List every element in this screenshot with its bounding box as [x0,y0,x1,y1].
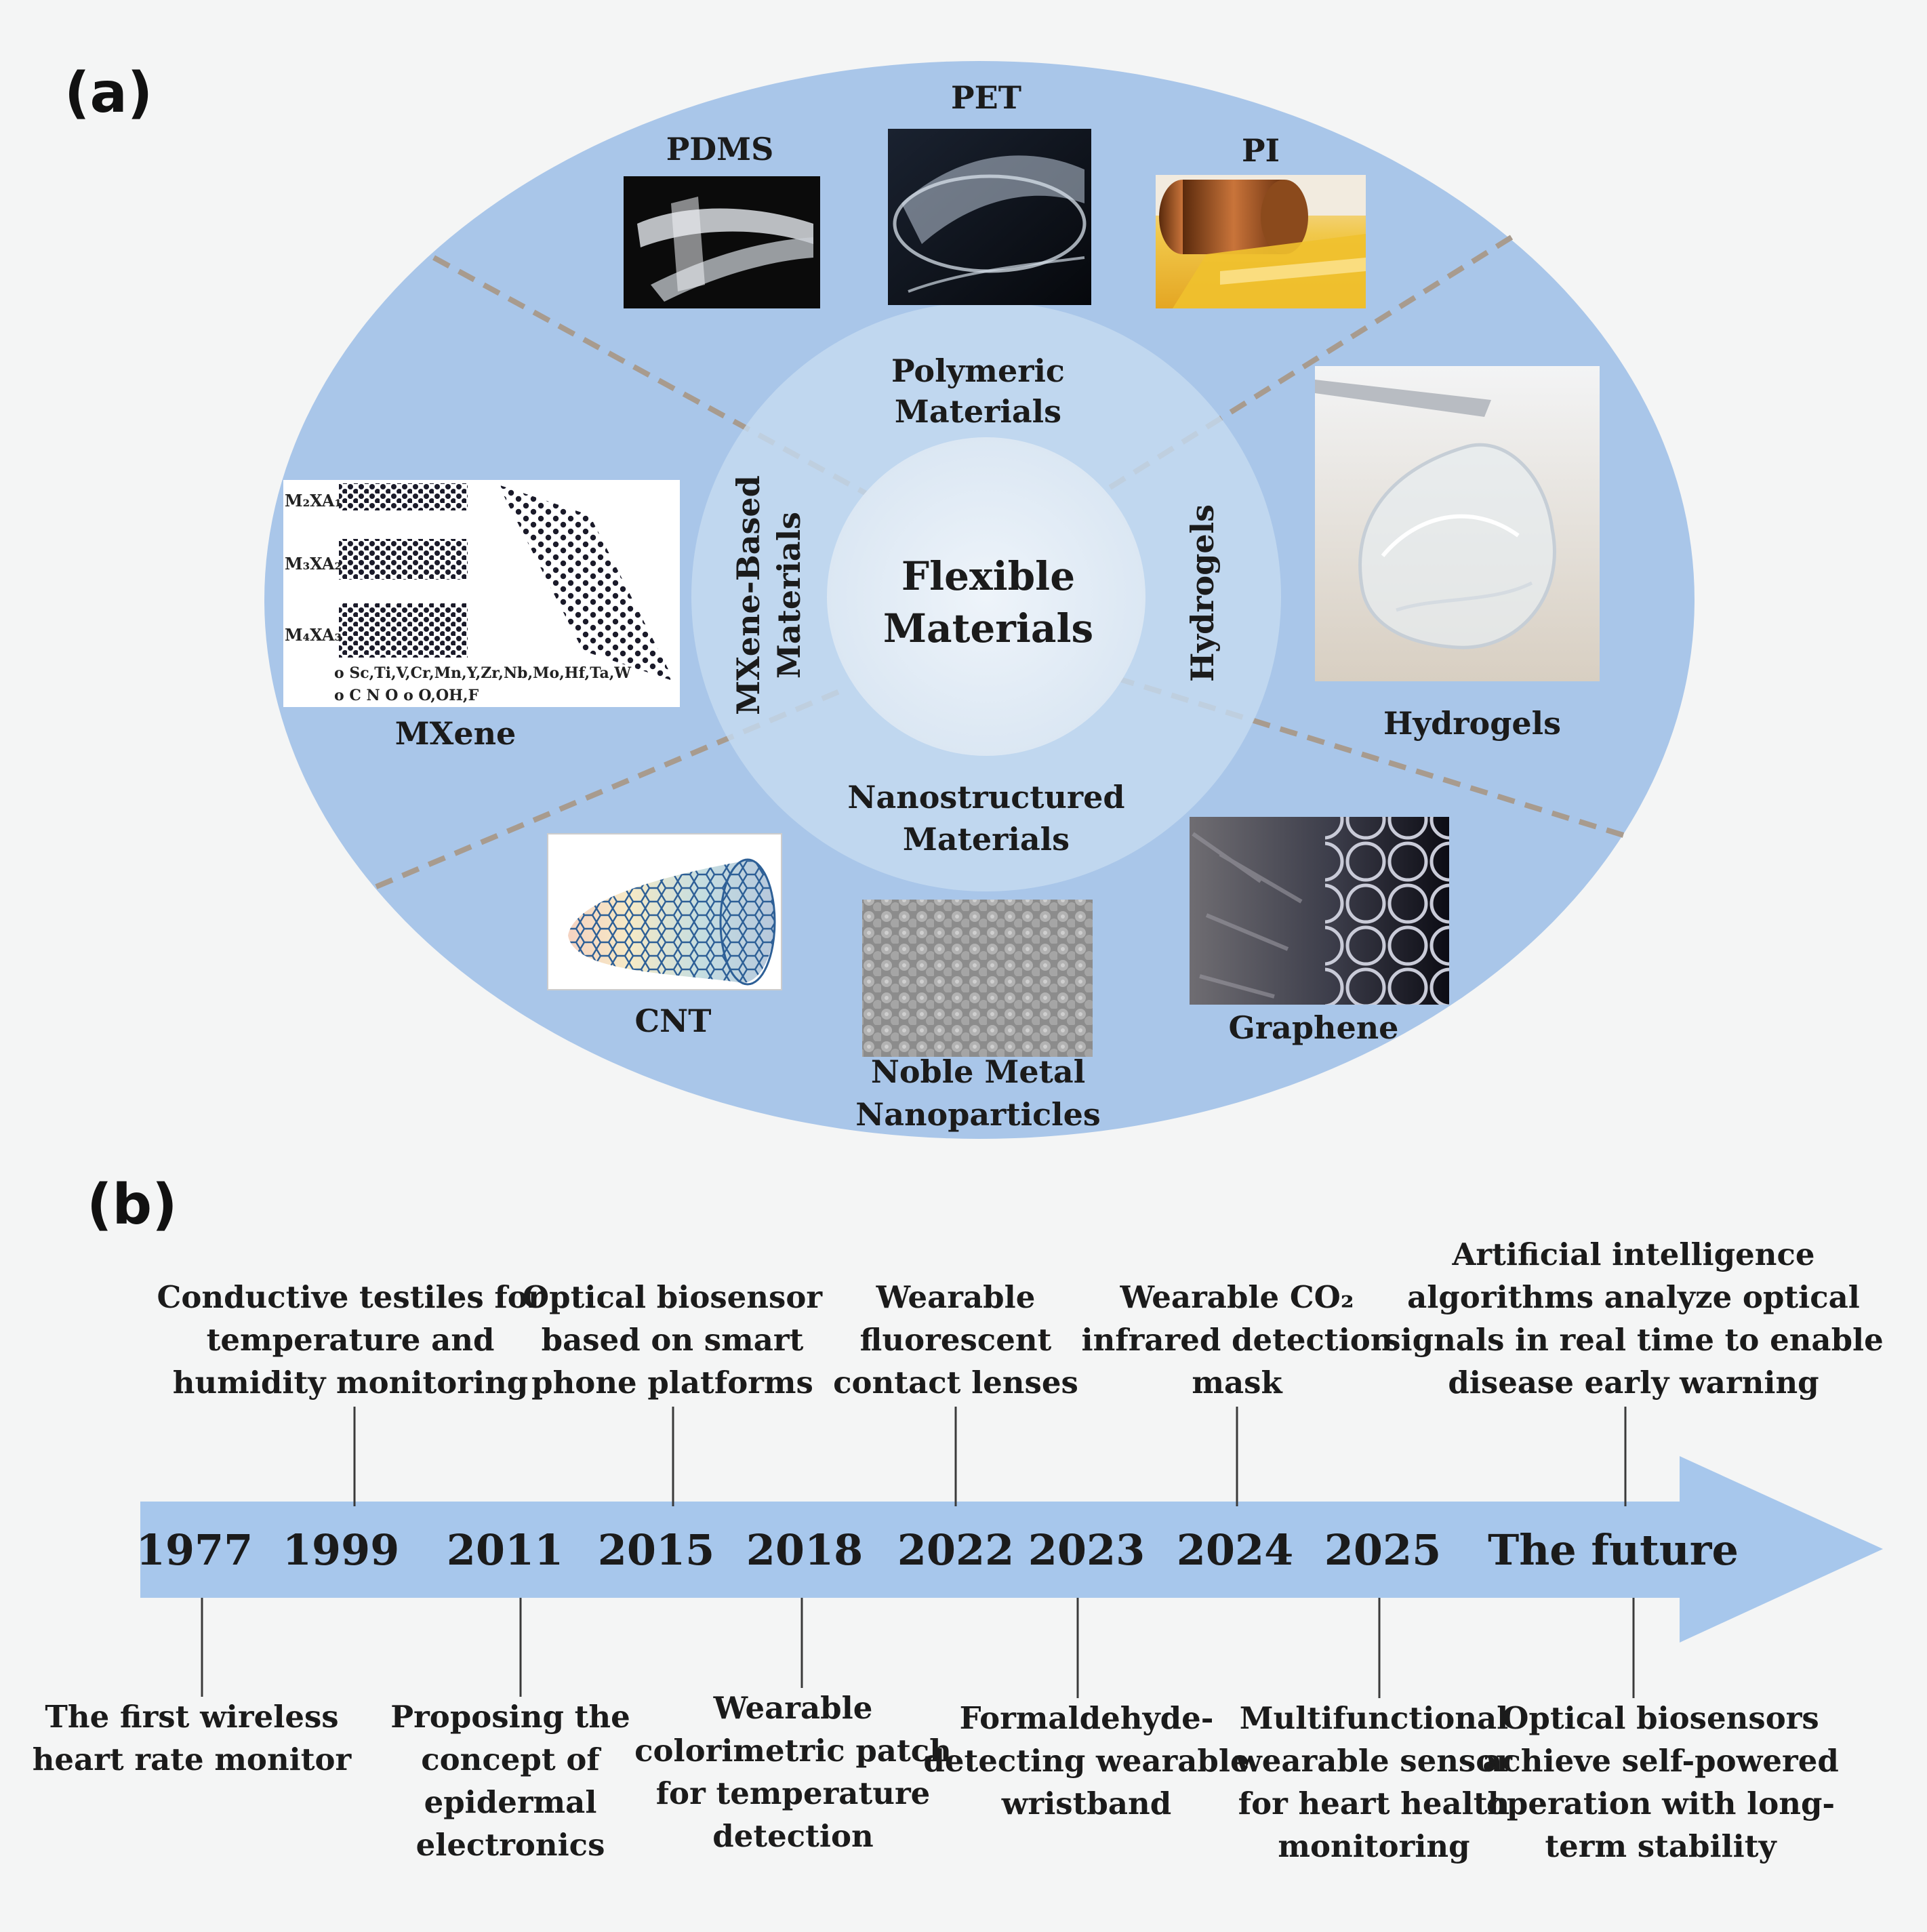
panel-b-label: (b) [87,1173,178,1237]
event-below-the-future-line-4: term stability [1545,1828,1777,1864]
year-label-2015: 2015 [598,1525,715,1575]
event-below-2023-line-1: Formaldehyde- [960,1700,1214,1736]
event-above-2024-line-2: infrared detection [1081,1322,1392,1358]
year-label-1977: 1977 [136,1525,253,1575]
category-nanostructured-line2: Materials [903,821,1070,858]
year-label-2018: 2018 [746,1525,864,1575]
center-circle [827,437,1145,756]
year-label-the-future: The future [1488,1525,1739,1575]
event-above-2022-line-1: Wearable [876,1279,1036,1315]
event-above-2015-line-3: phone platforms [531,1365,813,1401]
category-polymeric-line2: Materials [895,393,1061,430]
event-above-1999-line-2: temperature and [207,1322,495,1358]
event-below-2025-line-3: for heart health [1238,1786,1510,1822]
year-label-2024: 2024 [1177,1525,1294,1575]
category-polymeric-line1: Polymeric [891,353,1065,389]
graphene-image [1190,817,1449,1005]
noble-metal-image [862,900,1093,1057]
timeline-arrow [140,1456,1883,1643]
event-below-2011-line-4: electronics [416,1827,605,1863]
event-below-2011-line-2: concept of [421,1742,601,1777]
category-mxene-line1: MXene-Based [730,475,767,715]
event-above-2024-line-1: Wearable CO₂ [1119,1279,1354,1315]
center-title-line1: Flexible [901,553,1075,599]
mxene-legend-1: o Sc,Ti,V,Cr,Mn,Y,Zr,Nb,Mo,Hf,Ta,W [334,664,631,682]
event-below-2018-line-4: detection [712,1818,874,1854]
pdms-image [624,176,820,308]
panel-a-label: (a) [64,61,153,125]
event-below-the-future-line-3: operation with long- [1486,1786,1835,1822]
event-above-1999-line-1: Conductive testiles for [157,1279,545,1315]
year-label-1999: 1999 [283,1525,400,1575]
event-below-2023-line-3: wristband [1001,1786,1171,1822]
cnt-label: CNT [635,1003,712,1039]
pdms-label: PDMS [666,131,774,167]
event-below-2025-line-2: wearable sensor [1235,1743,1513,1779]
event-above-2024-line-3: mask [1192,1365,1282,1401]
mxene-image-label: MXene [395,715,516,752]
mxene-row-label-3: M₄XA₃ [285,625,342,645]
year-label-2022: 2022 [897,1525,1015,1575]
event-above-2015-line-1: Optical biosensor [523,1279,823,1315]
event-below-the-future-line-1: Optical biosensors [1502,1700,1819,1736]
event-below-2018-line-2: colorimetric patch [634,1733,952,1769]
hydrogels-image [1315,366,1600,681]
mxene-legend-2: o C N O o O,OH,F [334,687,479,704]
mxene-image [283,480,680,707]
event-above-the-future-line-3: signals in real time to enable [1383,1322,1884,1358]
event-below-2011-line-3: epidermal [424,1784,597,1820]
event-above-the-future-line-1: Artificial intelligence [1452,1236,1815,1272]
event-below-2025-line-4: monitoring [1278,1828,1469,1864]
event-above-2015-line-2: based on smart [542,1322,804,1358]
category-mxene-line2: Materials [771,512,807,679]
noble-metal-label-line2: Nanoparticles [855,1096,1101,1133]
event-above-the-future-line-2: algorithms analyze optical [1407,1279,1860,1315]
year-label-2025: 2025 [1324,1525,1442,1575]
cnt-image [547,833,782,990]
event-below-the-future-line-2: achieve self-powered [1482,1743,1839,1779]
event-above-the-future-line-4: disease early warning [1448,1365,1819,1401]
pet-label: PET [951,79,1021,116]
mxene-row-label-2: M₃XA₂ [285,554,342,573]
event-above-2022-line-2: fluorescent [860,1322,1052,1358]
category-nanostructured-line1: Nanostructured [847,779,1124,816]
event-below-2018-line-3: for temperature [656,1775,931,1811]
pi-image [1156,175,1366,308]
pet-image [888,129,1091,305]
category-hydrogels: Hydrogels [1184,504,1221,682]
mxene-row-label-1: M₂XA₁ [285,491,342,510]
year-label-2023: 2023 [1028,1525,1145,1575]
hydrogels-image-label: Hydrogels [1383,705,1561,742]
event-below-2025-line-1: Multifunctional [1240,1700,1509,1736]
noble-metal-label-line1: Noble Metal [871,1053,1085,1090]
year-label-2011: 2011 [447,1525,564,1575]
event-above-2022-line-3: contact lenses [833,1365,1078,1401]
divider-bottom-right [1103,672,1625,838]
event-above-1999-line-3: humidity monitoring [173,1365,529,1401]
event-below-2011-line-1: Proposing the [390,1699,630,1735]
pi-label: PI [1242,132,1280,169]
event-below-1977-line-1: The first wireless [45,1699,338,1735]
center-title-line2: Materials [883,605,1093,651]
event-below-2018-line-1: Wearable [713,1690,873,1726]
event-below-1977-line-2: heart rate monitor [33,1742,352,1777]
graphene-label: Graphene [1229,1009,1399,1046]
event-below-2023-line-2: detecting wearable [923,1743,1249,1779]
